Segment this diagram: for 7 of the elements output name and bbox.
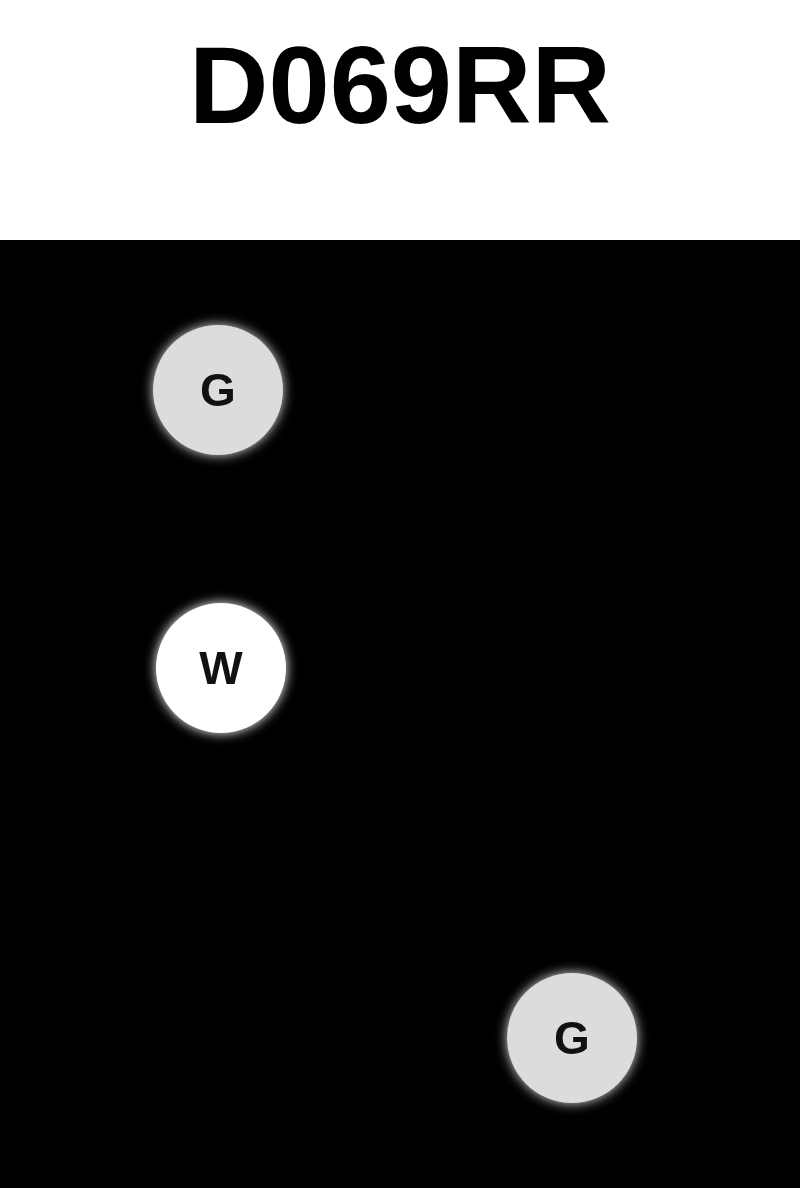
- circle-letter: W: [199, 641, 243, 695]
- circle-letter: G: [200, 363, 236, 417]
- circle-letter: G: [554, 1011, 590, 1065]
- indicator-circle: [156, 603, 286, 733]
- indicator-circle: [507, 973, 637, 1103]
- indicator-circle: [153, 325, 283, 455]
- title: D069RR: [188, 22, 612, 148]
